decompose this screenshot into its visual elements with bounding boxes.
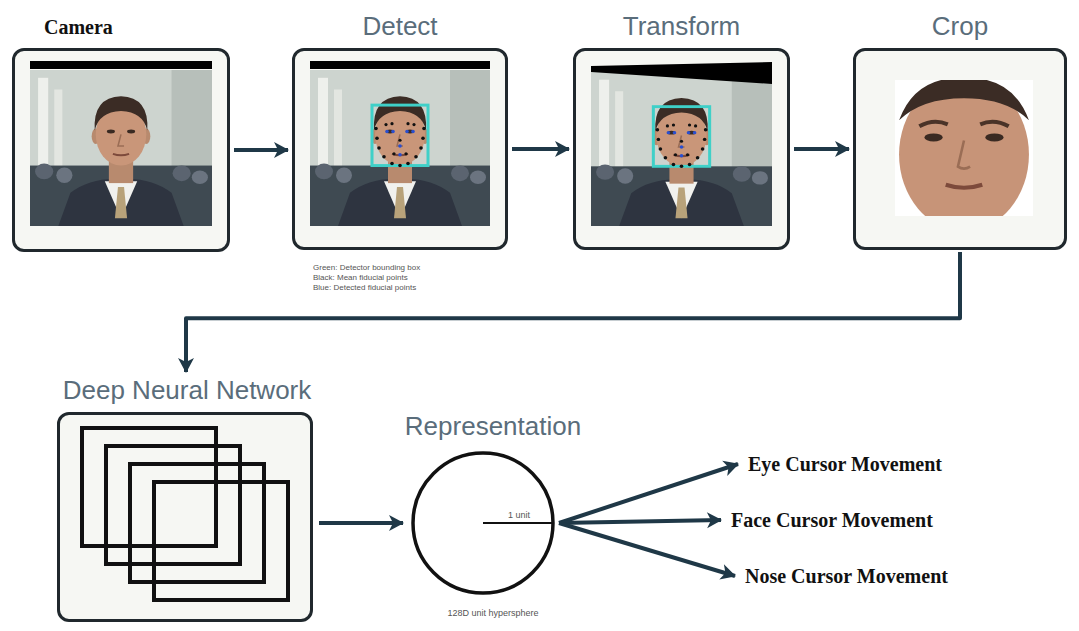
output-text: Face Cursor Movement [731, 508, 933, 532]
output-text: Nose Cursor Movement [745, 564, 948, 588]
legend-note-text: Blue: Detected fiducial points [313, 283, 416, 292]
network-layers [82, 428, 288, 600]
stage-box: Representation 1 unit 128D unit hyperspher… [382, 410, 604, 624]
label-text: Crop [932, 11, 988, 41]
label-text: Detect [362, 11, 437, 41]
text-slot: Detect [292, 10, 508, 42]
frame-fill [14, 50, 1065, 620]
circle-outline [413, 453, 553, 593]
text-slot: Camera [44, 14, 113, 40]
flow-arrow [794, 147, 849, 151]
radius-line [483, 522, 553, 524]
output-label: Nose Cursor Movement [745, 564, 948, 588]
stage-box: Transform [573, 8, 790, 250]
legend-note-text: Green: Detector bounding box [313, 263, 420, 272]
flow-arrow [559, 464, 738, 523]
text-slot: 128D unit hypersphere [382, 602, 604, 620]
photo-frame [12, 48, 230, 252]
text-slot: Crop [853, 10, 1067, 42]
flow-arrow [319, 521, 403, 525]
text-slot: Representation [382, 410, 604, 442]
output-label: Eye Cursor Movement [748, 452, 942, 476]
flow-arrow [559, 523, 735, 576]
legend-note: Green: Detector bounding box [313, 256, 420, 274]
flow-arrow [512, 147, 569, 151]
photo-frame [292, 48, 508, 250]
label-text: Camera [44, 16, 113, 38]
text-slot: 1 unit [508, 504, 530, 522]
output-text: Eye Cursor Movement [748, 452, 942, 476]
stage-box: Camera [12, 8, 230, 252]
legend-note-text: Black: Mean fiducial points [313, 273, 408, 282]
camera-photo [30, 61, 212, 226]
output-label: Face Cursor Movement [731, 508, 933, 532]
label-text: Representation [405, 411, 581, 441]
detect-photo [310, 61, 490, 226]
stage-box: Detect [292, 8, 508, 250]
hypersphere-circle [411, 451, 555, 595]
stage-box: Crop [853, 8, 1067, 250]
transform-photo [591, 62, 772, 226]
photo-frame [853, 48, 1067, 250]
label-text: Deep Neural Network [63, 375, 312, 405]
label-text: 128D unit hypersphere [447, 608, 538, 618]
photo-frame [57, 412, 313, 622]
text-slot: Transform [573, 10, 790, 42]
label-text: 1 unit [508, 510, 530, 520]
stage-box: Deep Neural Network [26, 374, 348, 624]
flow-arrow [559, 520, 721, 523]
photo-frame [573, 48, 790, 250]
flow-arrow [186, 252, 960, 372]
crop-photo [895, 78, 1033, 231]
text-slot: Deep Neural Network [26, 374, 348, 406]
flow-arrow [234, 148, 288, 152]
label-text: Transform [623, 11, 741, 41]
